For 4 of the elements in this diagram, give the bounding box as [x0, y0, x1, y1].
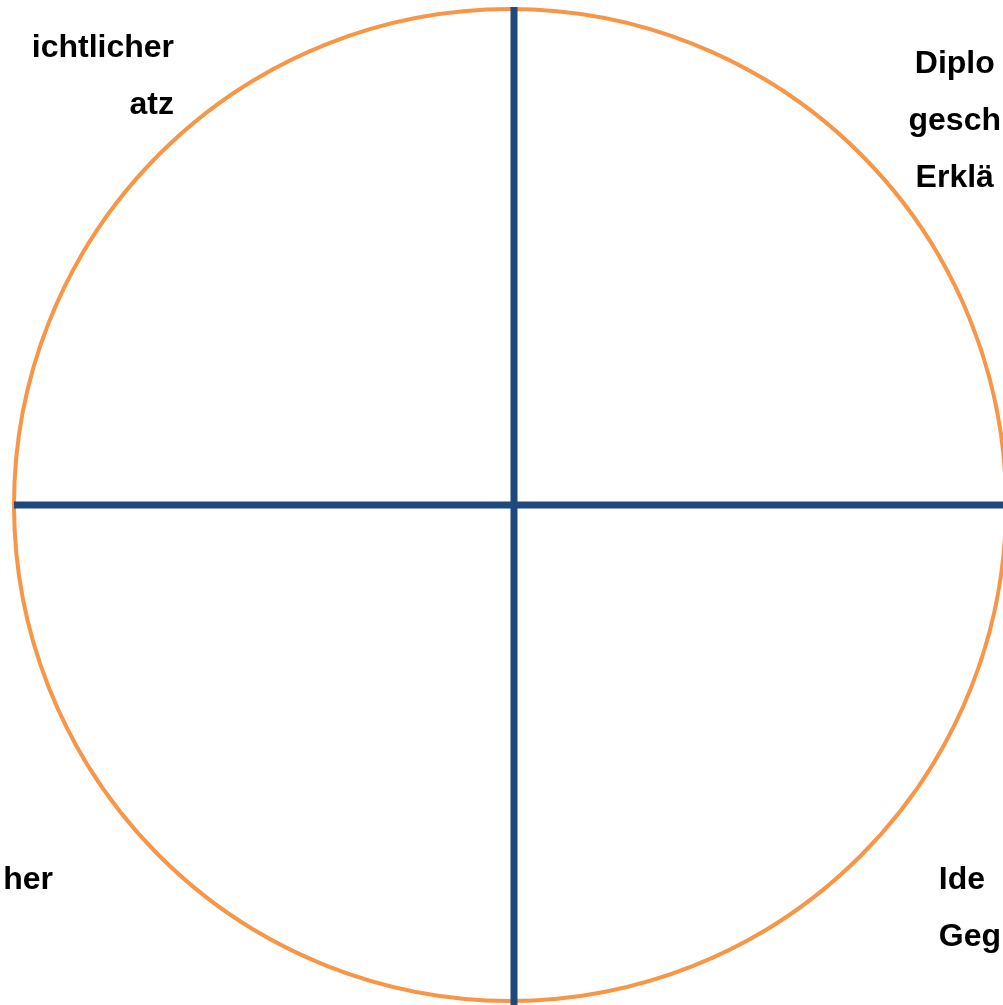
quadrant-label: ichtlicher atz: [31, 27, 174, 123]
quadrant-label: Ide Geg: [938, 859, 1001, 955]
quadrant-label: her: [3, 859, 53, 898]
quadrant-label: Diplo gesch Erklä: [908, 43, 1001, 196]
